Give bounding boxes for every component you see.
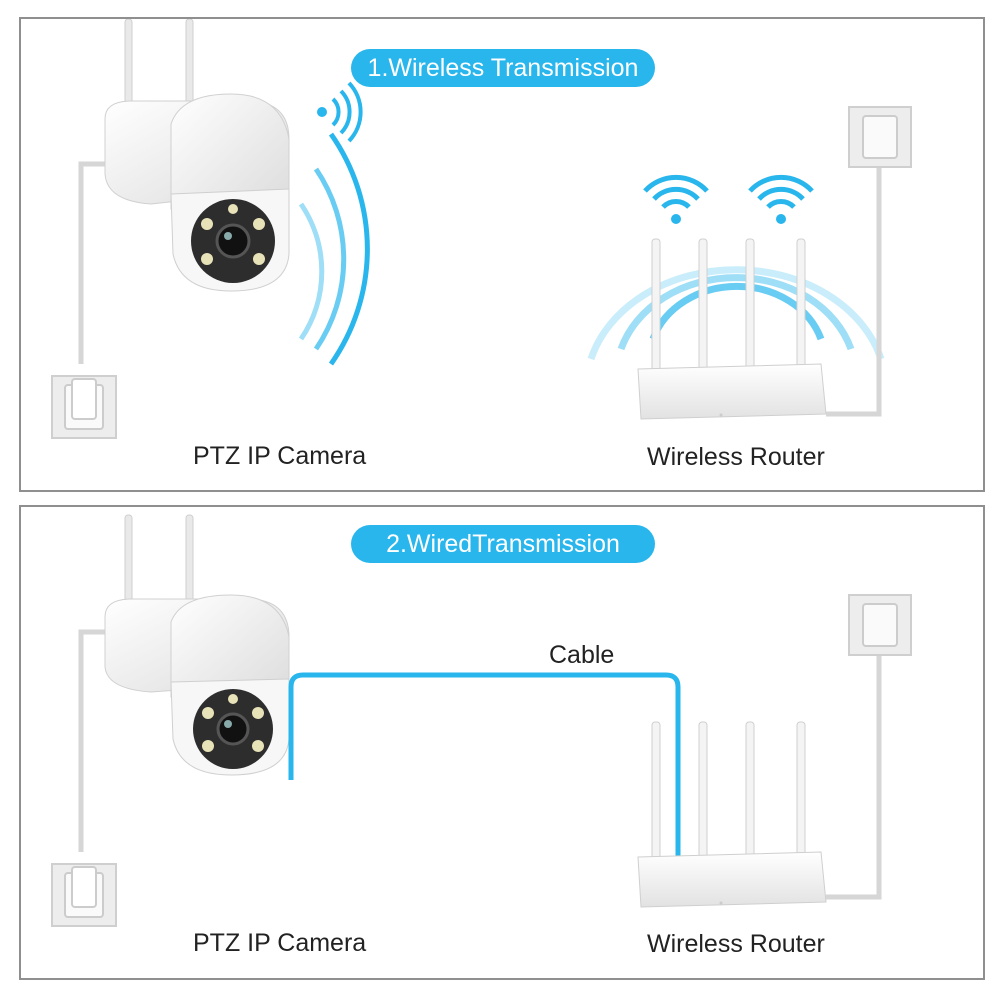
power-socket-left <box>52 632 116 926</box>
wireless-transmission-title: 1.Wireless Transmission <box>351 49 655 87</box>
wireless-router <box>638 239 826 419</box>
camera-label: PTZ IP Camera <box>193 442 366 471</box>
wifi-icon-right <box>750 177 812 224</box>
wired-diagram <box>21 507 983 978</box>
wireless-router <box>638 722 826 907</box>
power-socket-right <box>826 107 911 414</box>
router-label: Wireless Router <box>647 930 825 959</box>
ptz-camera <box>105 515 289 775</box>
wireless-diagram <box>21 19 983 490</box>
camera-label: PTZ IP Camera <box>193 929 366 958</box>
ptz-camera <box>105 19 289 291</box>
router-signal-arcs <box>591 270 881 359</box>
wifi-icon <box>317 83 361 141</box>
wired-transmission-title: 2.WiredTransmission <box>351 525 655 563</box>
wireless-signal-arcs <box>301 134 367 364</box>
power-socket-left <box>52 164 116 438</box>
cable-label: Cable <box>549 641 614 670</box>
power-socket-right <box>826 595 911 897</box>
wireless-panel: 1.Wireless Transmission PTZ IP Camera Wi… <box>19 17 985 492</box>
wifi-icon-left <box>645 177 707 224</box>
wired-panel: 2.WiredTransmission Cable PTZ IP Camera … <box>19 505 985 980</box>
network-cable <box>291 675 678 857</box>
router-label: Wireless Router <box>647 443 825 472</box>
